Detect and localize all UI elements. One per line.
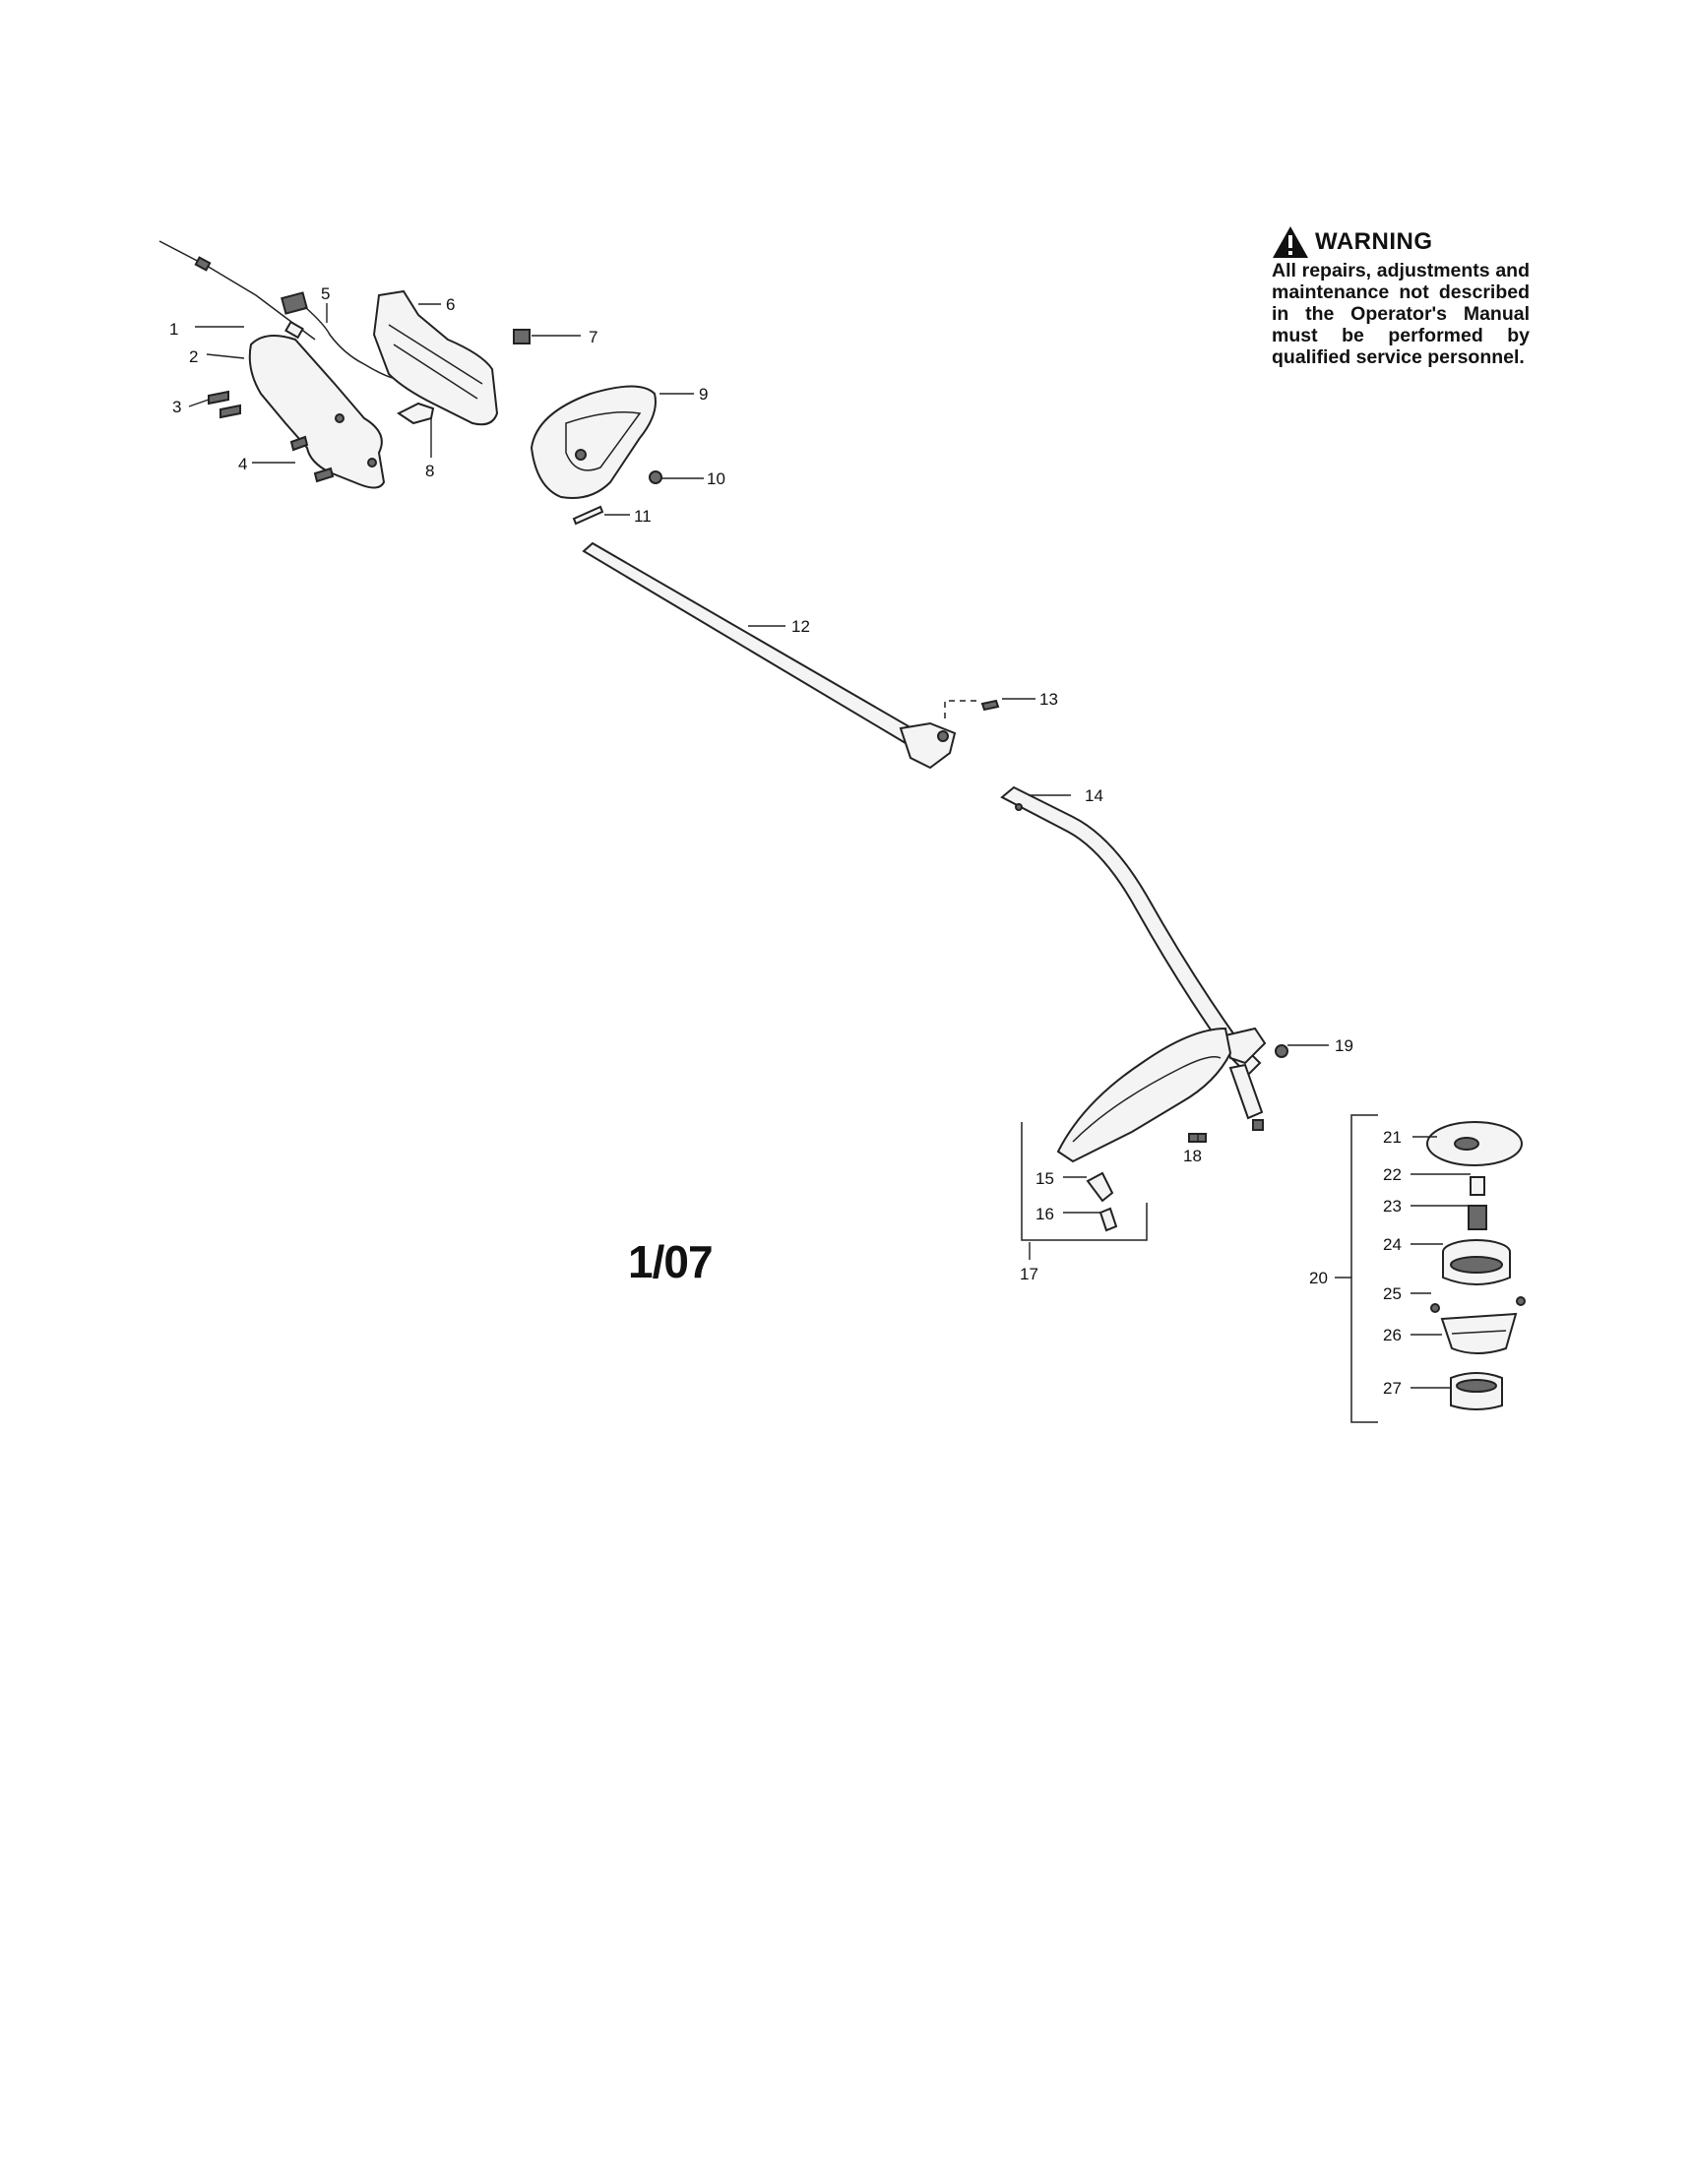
part-22-shaft [1470, 1176, 1485, 1196]
callout-17: 17 [1020, 1265, 1038, 1283]
part-21-hub [1426, 1121, 1523, 1166]
part-26-housing [1440, 1312, 1518, 1354]
leader-lines [188, 303, 1471, 1389]
callout-2: 2 [189, 347, 198, 366]
callout-11: 11 [634, 507, 652, 526]
part-25-eyelets [1430, 1296, 1526, 1313]
part-3-screws [208, 390, 241, 419]
part-10-knob [649, 470, 662, 484]
callout-8: 8 [425, 462, 434, 480]
callout-26: 26 [1383, 1326, 1402, 1344]
callout-25: 25 [1383, 1284, 1402, 1303]
part-2-handle-half [248, 335, 386, 489]
callout-13: 13 [1039, 690, 1058, 709]
part-12-upper-shaft [582, 541, 957, 770]
callout-20: 20 [1309, 1269, 1328, 1287]
callout-10: 10 [707, 469, 725, 488]
part-24-spool [1442, 1239, 1511, 1285]
callout-9: 9 [699, 385, 708, 404]
part-7-switch [513, 329, 531, 344]
part-19-screw [1275, 1044, 1288, 1058]
callout-27: 27 [1383, 1379, 1402, 1398]
page-date: 1/07 [628, 1236, 714, 1287]
callout-12: 12 [791, 617, 810, 636]
part-6-handle-half [372, 289, 499, 426]
callout-22: 22 [1383, 1165, 1402, 1184]
callout-5: 5 [321, 284, 330, 303]
part-17-bracket [1021, 1122, 1148, 1241]
part-16-screw [1098, 1207, 1118, 1232]
warning-triangle-icon [1273, 226, 1308, 258]
callout-7: 7 [589, 328, 597, 346]
callout-19: 19 [1335, 1036, 1353, 1055]
warning-header: WARNING [1272, 224, 1530, 260]
part-11-bolt [572, 505, 604, 526]
callout-21: 21 [1383, 1128, 1402, 1147]
warning-text: All repairs, adjustments and maintenance… [1272, 260, 1530, 368]
part-27-bump-knob [1450, 1372, 1503, 1410]
callout-3: 3 [172, 398, 181, 416]
callout-6: 6 [446, 295, 455, 314]
part-23-spring [1468, 1205, 1487, 1230]
callout-18: 18 [1183, 1147, 1202, 1165]
part-20-bracket [1350, 1114, 1378, 1423]
coupler [1223, 1027, 1267, 1131]
part-14-lower-shaft [1000, 785, 1262, 1077]
callout-14: 14 [1085, 786, 1103, 805]
warning-box: WARNING All repairs, adjustments and mai… [1272, 224, 1530, 368]
part-8-throttle-trigger [397, 402, 435, 425]
part-15-line-cutter-blade [1086, 1171, 1114, 1203]
callout-1: 1 [169, 320, 178, 339]
part-4-screws [289, 435, 335, 483]
callout-15: 15 [1035, 1169, 1054, 1188]
part-5-switch-wire [281, 291, 400, 380]
part-1-throttle-cable [158, 240, 316, 341]
callout-4: 4 [238, 455, 247, 473]
warning-title: WARNING [1315, 228, 1433, 255]
part-9-assist-handle [530, 385, 657, 499]
part-13-pin [944, 699, 1000, 718]
callout-23: 23 [1383, 1197, 1402, 1216]
callout-24: 24 [1383, 1235, 1402, 1254]
line-trimmer-guard [1056, 1027, 1232, 1163]
callout-16: 16 [1035, 1205, 1054, 1223]
